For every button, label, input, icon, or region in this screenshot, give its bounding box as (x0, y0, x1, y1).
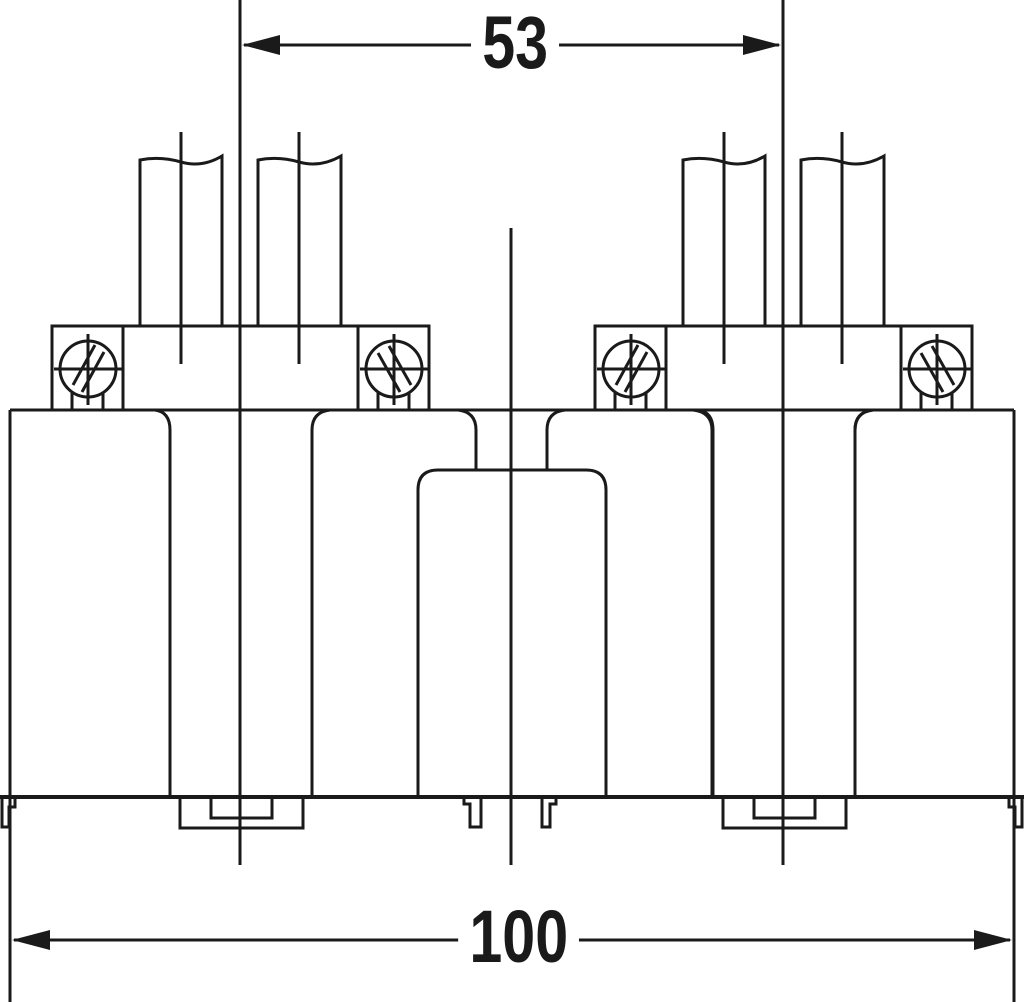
dimension-label-53: 53 (471, 6, 560, 80)
dimension-label-100: 100 (458, 900, 580, 974)
